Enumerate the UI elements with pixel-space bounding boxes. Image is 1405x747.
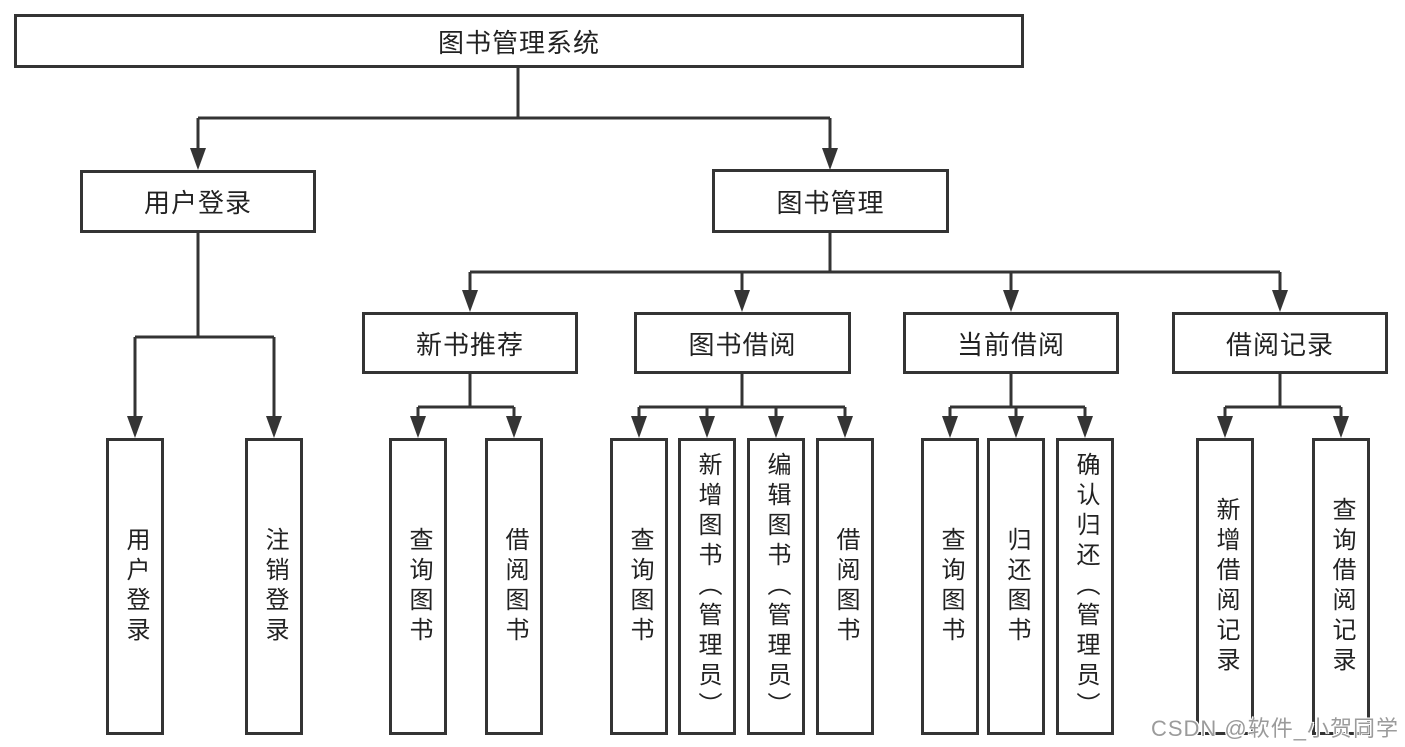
leaf-label: 注销登录 [261,526,288,647]
leaf-label: 编辑图书（管理员） [763,451,790,722]
leaf-edit-books-admin: 编辑图书（管理员） [747,438,805,735]
leaf-label: 借阅图书 [501,526,528,647]
node-book-borrow: 图书借阅 [634,312,851,374]
leaf-label: 新增图书（管理员） [694,451,721,722]
leaf-confirm-return-admin: 确认归还（管理员） [1056,438,1114,735]
connector-current-borrow-children [948,374,1087,420]
leaf-return-books: 归还图书 [987,438,1045,735]
leaf-label: 确认归还（管理员） [1072,451,1099,722]
leaf-label: 归还图书 [1003,526,1030,647]
leaf-label: 借阅图书 [832,526,859,647]
leaf-user-login: 用户登录 [106,438,164,735]
csdn-watermark: CSDN @软件_小贺同学 [1150,716,1399,741]
leaf-label: 用户登录 [122,526,149,647]
node-book-management: 图书管理 [712,169,949,233]
leaf-label: 新增借阅记录 [1212,496,1239,677]
connector-book-management-children [468,232,1282,294]
node-new-book-recommend: 新书推荐 [362,312,578,374]
leaf-label: 查询借阅记录 [1328,496,1355,677]
node-user-login: 用户登录 [80,170,316,233]
leaf-label: 查询图书 [937,526,964,647]
node-root-system: 图书管理系统 [14,14,1024,68]
connector-new-book-recommend-children [416,374,516,420]
leaf-add-books-admin: 新增图书（管理员） [678,438,736,735]
leaf-query-books-current: 查询图书 [921,438,979,735]
leaf-query-books-recommend: 查询图书 [389,438,447,735]
leaf-query-books-borrow: 查询图书 [610,438,668,735]
leaf-label: 查询图书 [626,526,653,647]
leaf-add-borrow-record: 新增借阅记录 [1196,438,1254,735]
connector-book-borrow-children [637,374,847,420]
leaf-borrow-books-recommend: 借阅图书 [485,438,543,735]
connector-user-login-children [133,232,276,420]
connector-borrow-records-children [1223,374,1343,420]
leaf-label: 查询图书 [405,526,432,647]
arrowheads [127,148,1349,438]
connector-root-to-level2 [196,68,832,152]
node-borrow-records: 借阅记录 [1172,312,1388,374]
leaf-borrow-books: 借阅图书 [816,438,874,735]
leaf-logout: 注销登录 [245,438,303,735]
leaf-query-borrow-record: 查询借阅记录 [1312,438,1370,735]
node-current-borrow: 当前借阅 [903,312,1119,374]
